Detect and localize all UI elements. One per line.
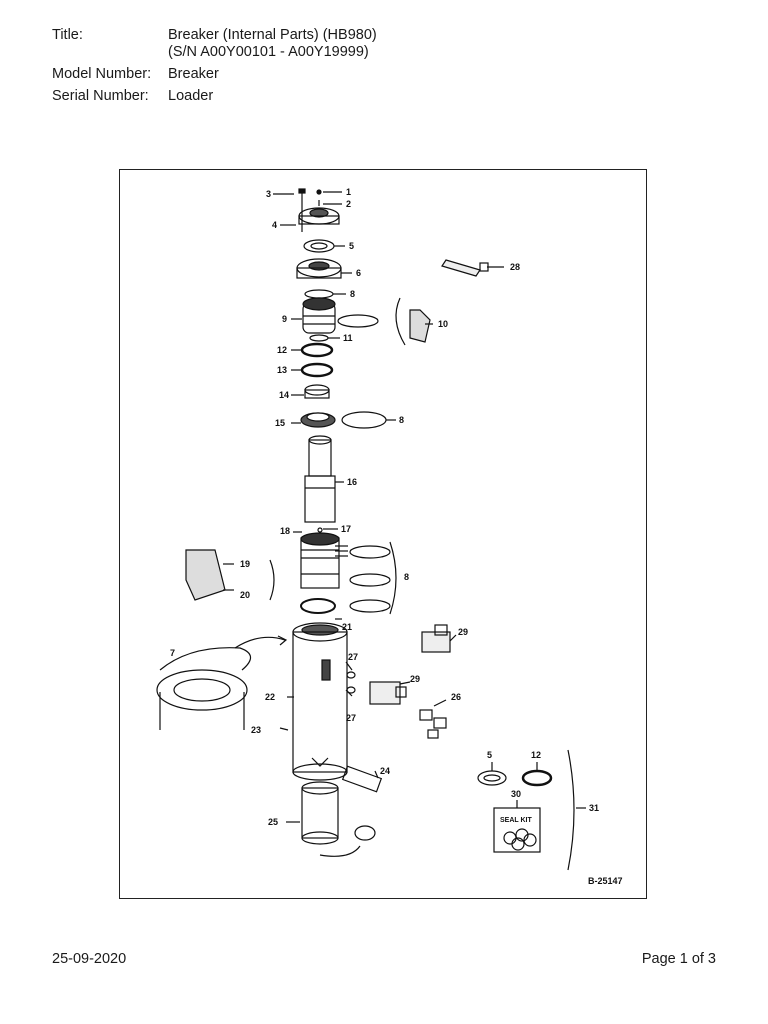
title-line-1: Breaker (Internal Parts) (HB980) (168, 27, 377, 43)
model-value: Breaker (168, 66, 219, 82)
callout-11: 11 (343, 333, 353, 343)
callout-27b: 27 (346, 713, 356, 723)
seal-kit-label: SEAL KIT (500, 817, 532, 824)
footer-page-number: Page 1 of 3 (641, 951, 716, 967)
drawing-lines (156, 188, 586, 871)
callout-9: 9 (282, 314, 287, 324)
title-line-2: (S/N A00Y00101 - A00Y19999) (168, 44, 369, 60)
drawing-number: B-25147 (588, 876, 623, 886)
callout-22: 22 (265, 692, 275, 702)
callout-4: 4 (272, 220, 277, 230)
callout-5: 5 (349, 241, 354, 251)
exploded-view-drawing: 1 2 3 4 5 6 8 9 10 11 12 13 14 15 8 16 1… (156, 187, 623, 886)
callout-8a: 8 (350, 289, 355, 299)
callout-24: 24 (380, 766, 390, 776)
callout-19: 19 (240, 559, 250, 569)
callout-6: 6 (356, 268, 361, 278)
callout-16: 16 (347, 477, 357, 487)
callout-12: 12 (277, 345, 287, 355)
title-label: Title: (52, 27, 83, 43)
parts-diagram: 1 2 3 4 5 6 8 9 10 11 12 13 14 15 8 16 1… (119, 169, 647, 899)
callout-29a: 29 (458, 627, 468, 637)
callout-5-kit: 5 (487, 750, 492, 760)
callout-18: 18 (280, 526, 290, 536)
callout-2: 2 (346, 199, 351, 209)
callout-8b: 8 (399, 415, 404, 425)
callout-26: 26 (451, 692, 461, 702)
callout-1: 1 (346, 187, 351, 197)
callout-15: 15 (275, 418, 285, 428)
callout-20: 20 (240, 590, 250, 600)
callout-21: 21 (342, 622, 352, 632)
callout-8c: 8 (404, 572, 409, 582)
callout-labels: 1 2 3 4 5 6 8 9 10 11 12 13 14 15 8 16 1… (170, 187, 623, 886)
callout-12-kit: 12 (531, 750, 541, 760)
callout-14: 14 (279, 390, 289, 400)
serial-value: Loader (168, 88, 214, 104)
callout-27a: 27 (348, 652, 358, 662)
callout-31: 31 (589, 803, 599, 813)
callout-30: 30 (511, 789, 521, 799)
callout-7: 7 (170, 648, 175, 658)
callout-28: 28 (510, 262, 520, 272)
callout-25: 25 (268, 817, 278, 827)
serial-label: Serial Number: (52, 88, 149, 104)
model-label: Model Number: (52, 66, 152, 82)
callout-29b: 29 (410, 674, 420, 684)
footer-date: 25-09-2020 (52, 951, 127, 967)
callout-10: 10 (438, 319, 448, 329)
callout-3: 3 (266, 189, 271, 199)
callout-17: 17 (341, 524, 351, 534)
callout-13: 13 (277, 365, 287, 375)
callout-23: 23 (251, 725, 261, 735)
